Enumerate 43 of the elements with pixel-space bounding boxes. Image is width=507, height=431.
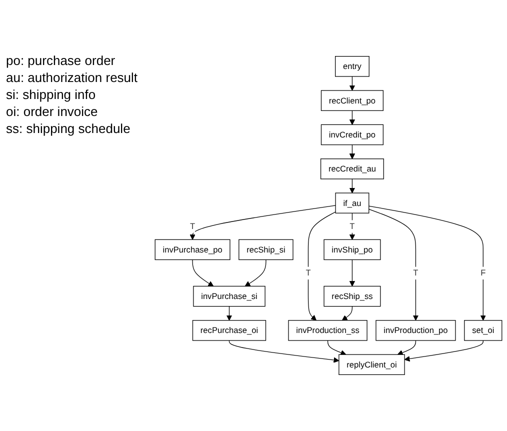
arrow [228,340,340,363]
node-box: recCredit_au [320,158,384,180]
abbreviation-note: au: authorization result [6,69,138,86]
arrow [190,205,336,240]
node-box: if_au [335,192,370,214]
arrow [349,259,356,286]
node-box: set_oi [464,320,502,341]
abbreviation-note: oi: order invoice [6,103,99,120]
node-box: invPurchase_po [154,239,230,260]
arrow [349,144,356,160]
arrow [349,178,356,194]
arrow [368,206,486,321]
node-box: invShip_po [324,239,381,260]
arrow [397,340,416,356]
node-box: invCredit_po [320,124,384,146]
node-box: entry [335,56,370,77]
edge-label: F [480,268,486,278]
edge-label: T [306,268,311,278]
edge-label: T [413,268,418,278]
arrow [349,110,356,125]
arrow [342,306,353,321]
arrow [327,340,346,356]
node-box: replyClient_oi [338,354,405,375]
node-box: recShip_ss [324,286,381,307]
arrow [226,306,232,321]
arrow [192,259,214,286]
node-box: recShip_si [238,239,294,260]
arrow [368,208,419,321]
arrow [349,212,356,240]
abbreviation-note: po: purchase order [6,52,116,69]
edge-label: T [350,221,355,231]
node-box: invProduction_po [376,320,456,341]
node-box: recPurchase_oi [192,320,266,341]
node-box: recClient_po [320,90,384,111]
abbreviation-note: ss: shipping schedule [6,120,132,137]
node-box: invPurchase_si [193,286,266,307]
arrow [308,212,336,321]
abbreviation-note: si: shipping info [6,86,97,103]
arrow [349,76,356,91]
edge-label: T [190,221,196,231]
arrow [244,259,266,286]
arrow [404,340,484,362]
node-box: invProduction_ss [288,320,368,341]
